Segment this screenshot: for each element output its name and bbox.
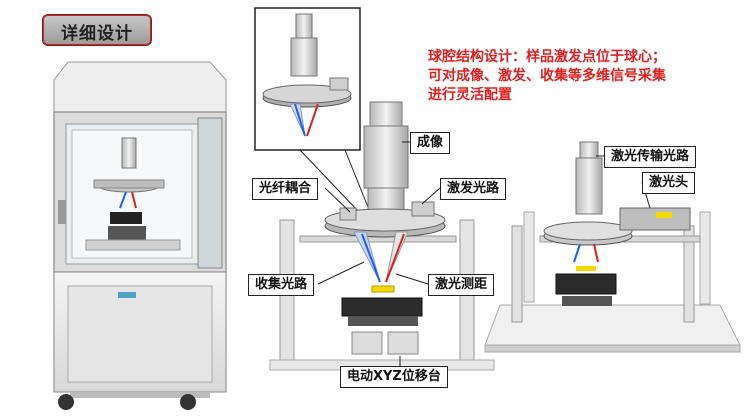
- label-fiber-coupling: 光纤耦合: [252, 178, 319, 200]
- laser-ranging-assembly: [484, 141, 741, 353]
- design-description: 球腔结构设计：样品激发点位于球心；可对成像、激发、收集等多维信号采集进行灵活配置: [428, 49, 666, 103]
- label-xyz-stage: 电动XYZ位移台: [340, 366, 448, 388]
- probe-zoom-inset: [254, 7, 361, 151]
- label-laser-ranging: 激光测距: [428, 274, 495, 296]
- enclosure-cabinet: [53, 61, 227, 410]
- label-collection-path: 收集光路: [248, 274, 315, 296]
- section-title: 详细设计: [61, 24, 133, 44]
- label-laser-transmission-path: 激光传输光路: [604, 146, 697, 168]
- label-laser-head: 激光头: [642, 172, 696, 194]
- label-excitation-path: 激发光路: [440, 178, 507, 200]
- label-imaging: 成像: [410, 132, 451, 154]
- section-title-badge: 详细设计: [42, 14, 152, 46]
